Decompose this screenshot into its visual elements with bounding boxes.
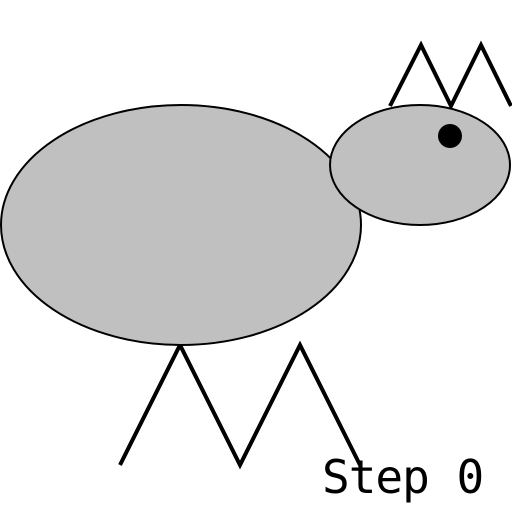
antennae (388, 40, 512, 111)
step-value: 0 (456, 450, 484, 504)
creature-body (0, 104, 362, 346)
creature-head (329, 104, 511, 226)
step-label: Step (322, 450, 430, 504)
legs (118, 340, 362, 470)
eye-icon (438, 124, 462, 148)
step-counter: Step 0 (322, 452, 512, 502)
